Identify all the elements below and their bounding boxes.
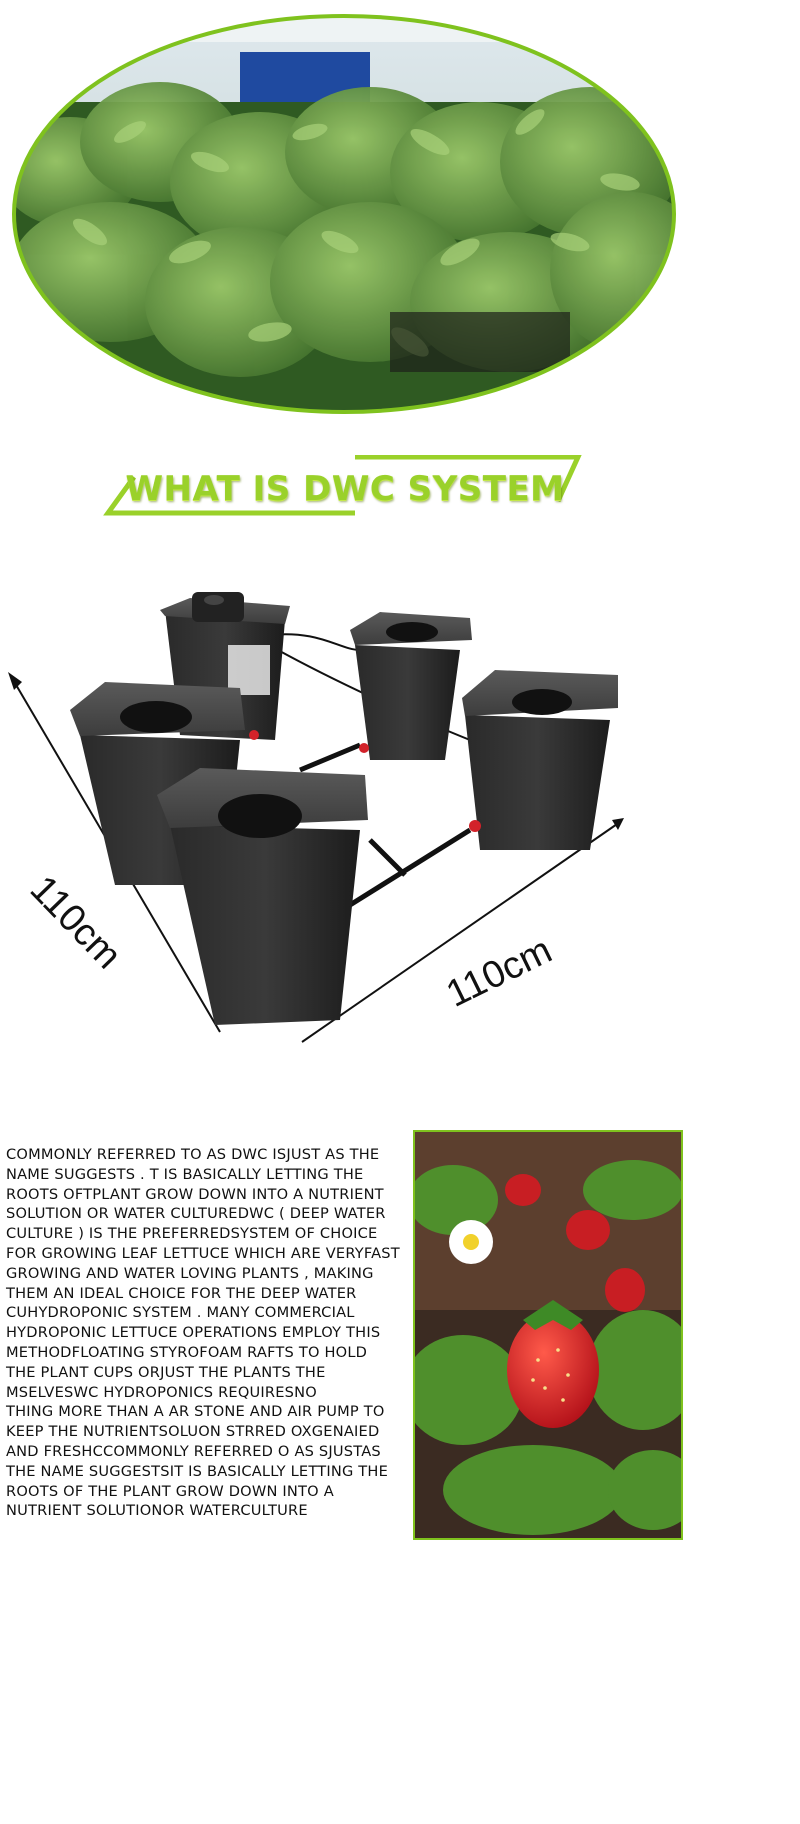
hero-plant-photo xyxy=(10,12,678,416)
dwc-system-diagram xyxy=(0,540,690,1060)
dwc-description: COMMONLY REFERRED TO AS DWC ISJUST AS TH… xyxy=(6,1146,400,1520)
heading-bracket-decoration xyxy=(103,455,582,516)
section-title: WHAT IS DWC SYSTEM xyxy=(125,469,565,509)
strawberry-photo xyxy=(413,1130,683,1540)
section-heading: WHAT IS DWC SYSTEM xyxy=(100,455,590,525)
